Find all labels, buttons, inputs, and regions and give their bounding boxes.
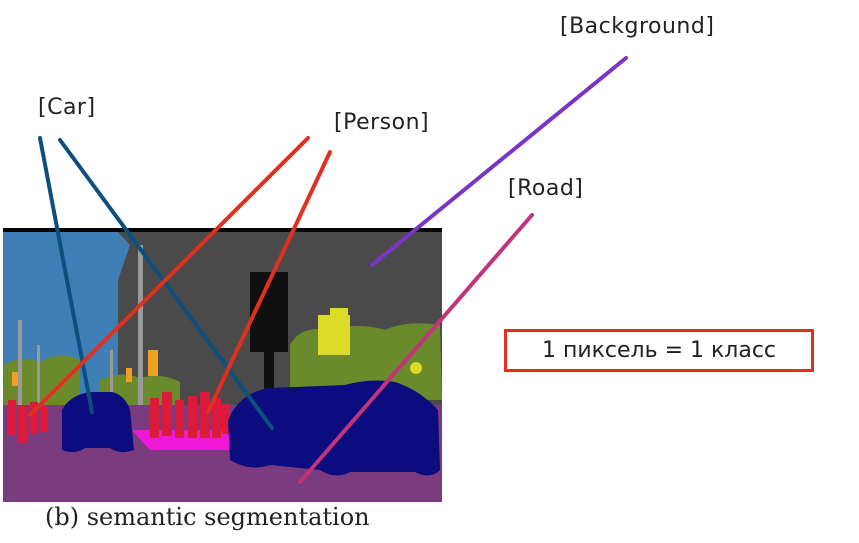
note-box: 1 пиксель = 1 класс <box>504 329 814 372</box>
road-label: [Road] <box>508 176 584 201</box>
car-pointer-line-2 <box>58 138 274 430</box>
person-pointer-line-2 <box>206 150 332 414</box>
seg-pole-2 <box>18 320 22 410</box>
seg-person-9 <box>200 392 210 438</box>
seg-sign <box>318 315 350 355</box>
seg-person-6 <box>162 392 172 436</box>
seg-person-11 <box>222 404 230 434</box>
seg-sign-round <box>410 362 422 374</box>
seg-traffic-light-2 <box>12 372 18 386</box>
seg-sign-top <box>330 308 348 320</box>
seg-dark-pole <box>264 350 274 400</box>
seg-car-left <box>62 392 134 453</box>
seg-person-10 <box>212 398 221 438</box>
road-pointer-line <box>298 213 534 484</box>
seg-pole-1 <box>138 245 143 410</box>
seg-person-1 <box>8 400 16 435</box>
seg-car-right <box>228 380 440 476</box>
seg-person-3 <box>30 402 38 434</box>
car-label: [Car] <box>38 95 96 120</box>
background-label: [Background] <box>560 14 715 39</box>
segmentation-image <box>3 228 442 502</box>
person-label: [Person] <box>334 110 430 135</box>
seg-vegetation-left <box>3 355 80 405</box>
pointer-lines <box>28 56 628 484</box>
seg-person-5 <box>150 398 159 438</box>
person-pointer-line-1 <box>28 136 310 417</box>
seg-pole-3 <box>37 345 40 405</box>
note-text: 1 пиксель = 1 класс <box>541 338 777 363</box>
seg-person-7 <box>175 400 184 438</box>
background-pointer-line <box>370 56 628 267</box>
figure-caption: (b) semantic segmentation <box>45 503 370 531</box>
seg-pole-4 <box>110 350 113 405</box>
car-pointer-line-1 <box>38 136 94 414</box>
seg-traffic-light-1 <box>148 350 158 376</box>
seg-traffic-light-3 <box>126 368 132 382</box>
seg-persons <box>8 392 230 443</box>
seg-person-2 <box>18 405 27 443</box>
seg-person-4 <box>40 406 48 432</box>
seg-person-8 <box>188 396 197 438</box>
